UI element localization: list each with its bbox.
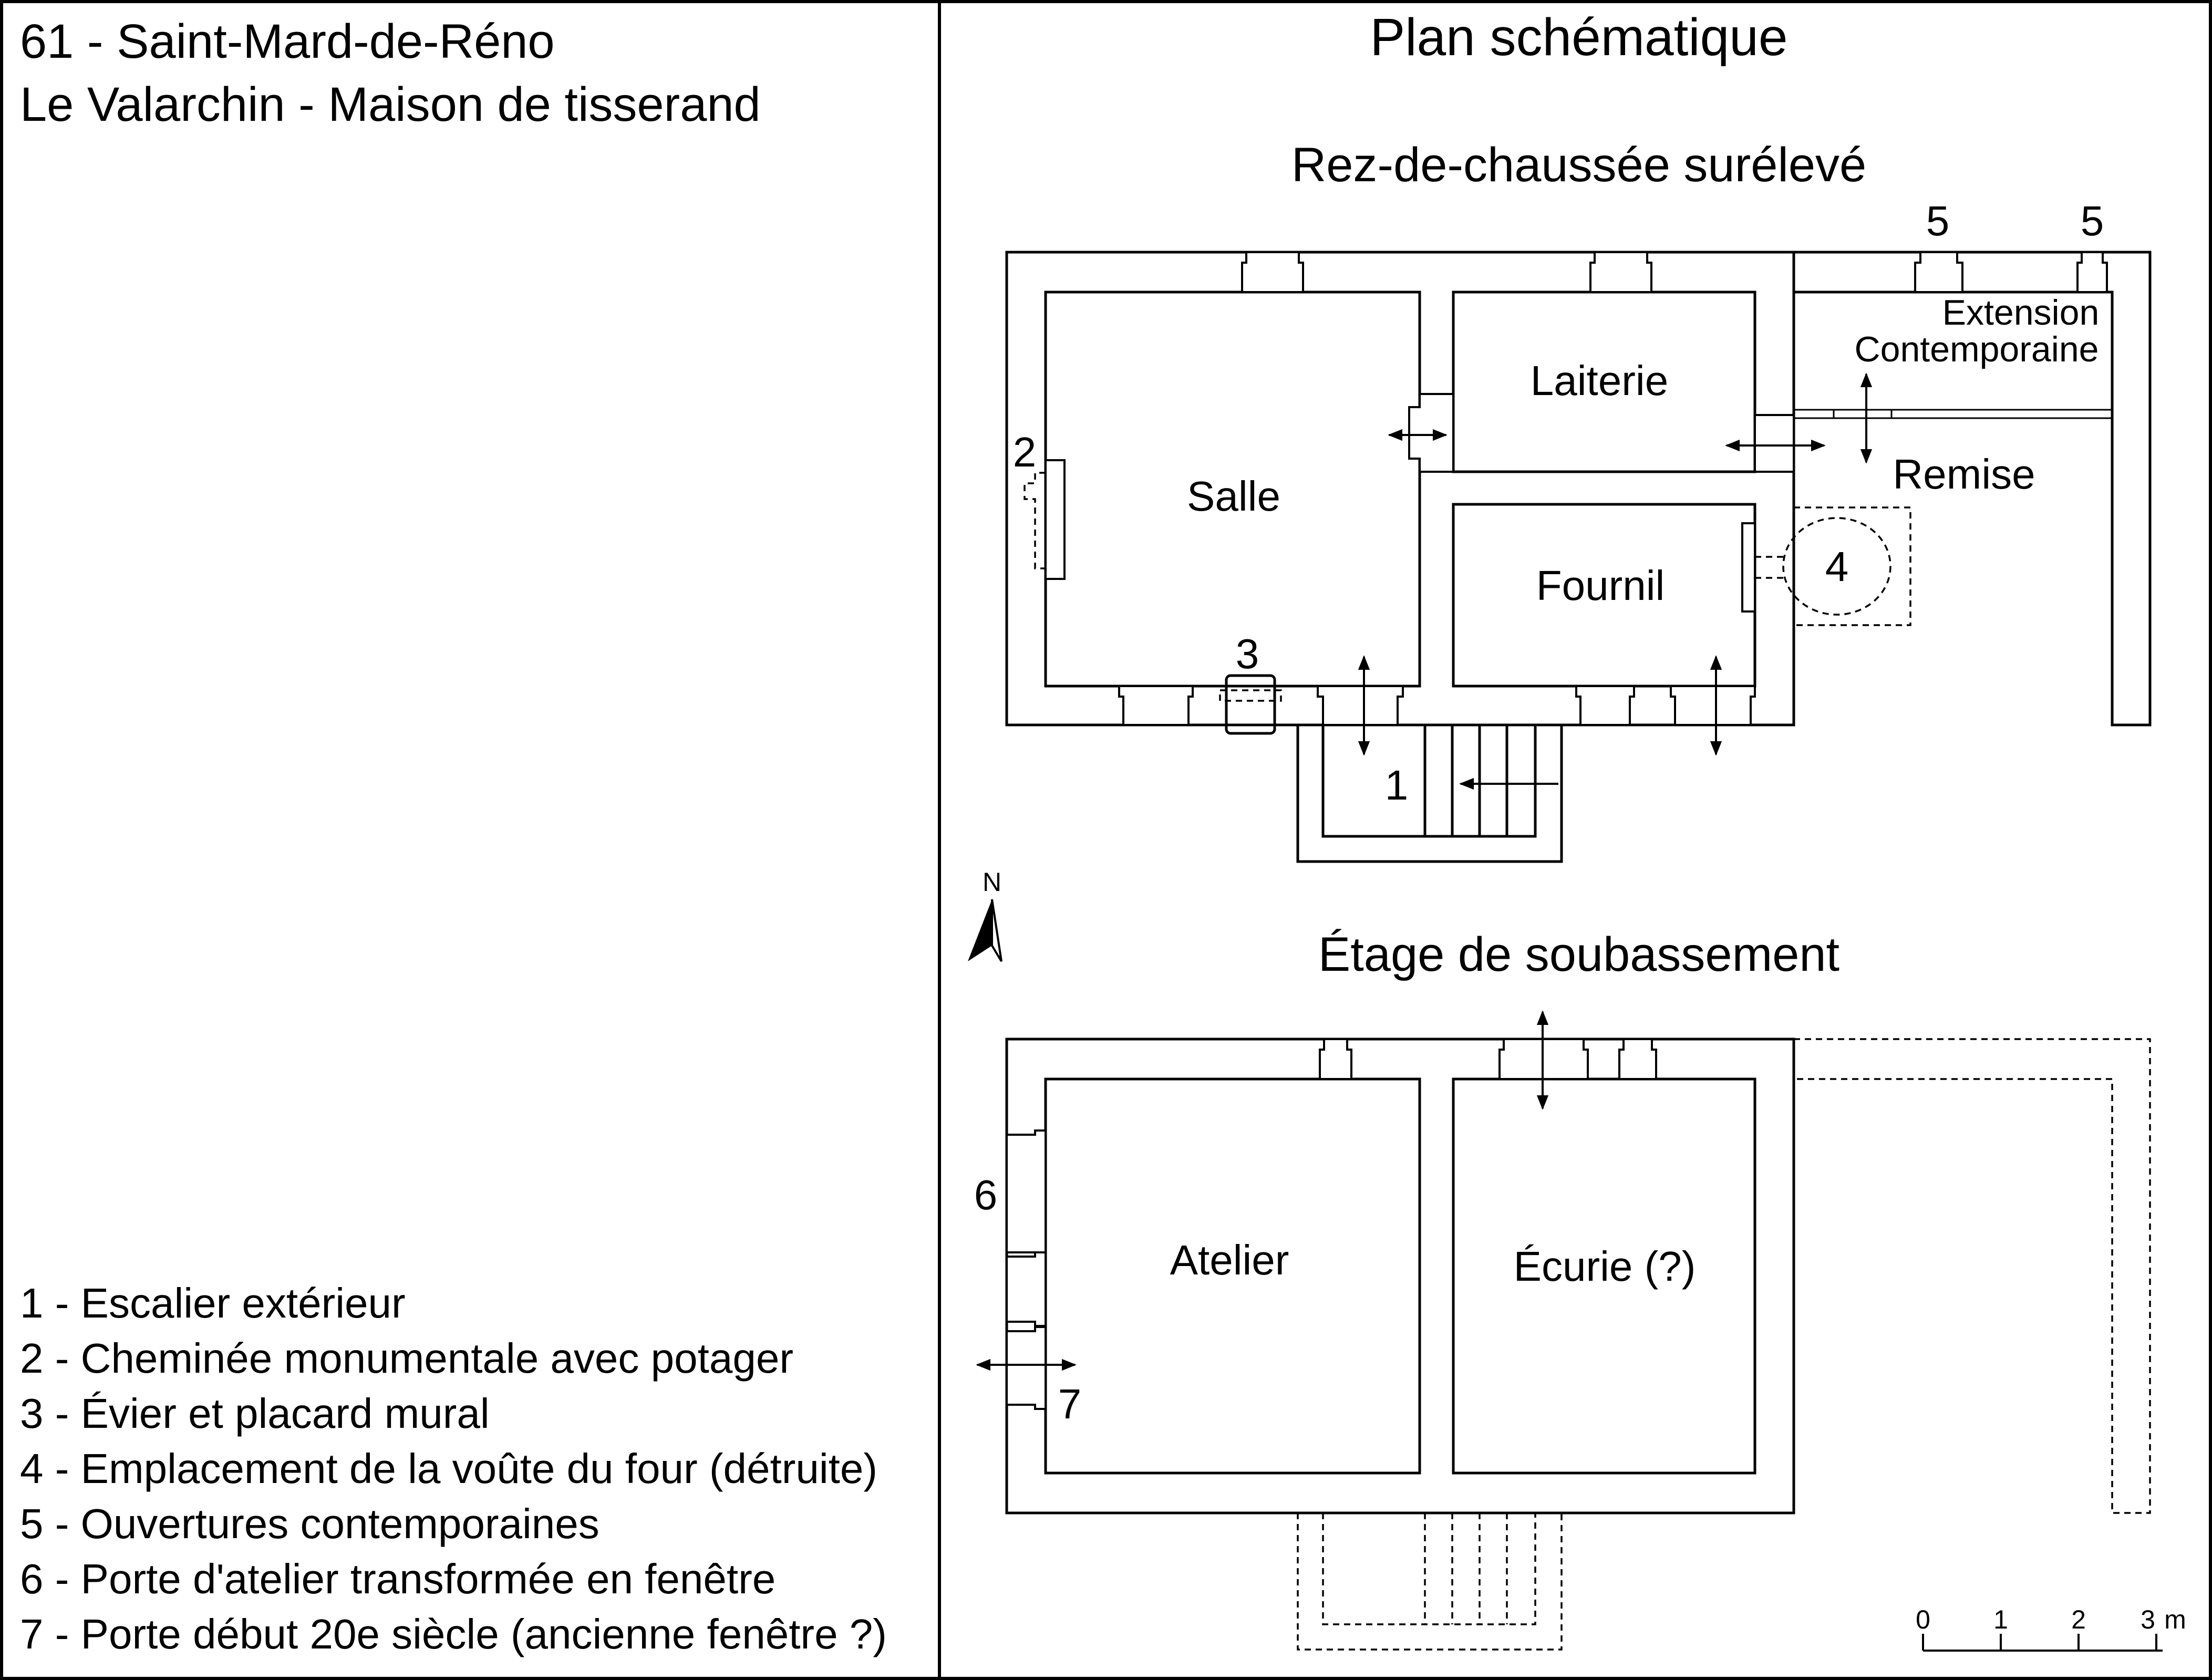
marker-4: 4 xyxy=(1825,543,1849,590)
north-label: N xyxy=(983,867,1001,897)
marker-7: 7 xyxy=(1058,1381,1082,1427)
legend-item-5: 5 - Ouvertures contemporaines xyxy=(20,1500,599,1547)
window-salle-south xyxy=(1118,685,1194,726)
label-atelier: Atelier xyxy=(1170,1237,1289,1283)
extension-footprint-dashed xyxy=(1794,1038,2151,1514)
label-remise: Remise xyxy=(1893,451,2035,497)
label-ecurie: Écurie (?) xyxy=(1514,1243,1696,1290)
sink-cupboard xyxy=(1225,674,1276,735)
scale-label-0: 0 xyxy=(1916,1605,1930,1634)
window-fournil-south xyxy=(1575,685,1635,726)
oven-door-fournil xyxy=(1741,522,1756,613)
opening-5a xyxy=(1914,251,1963,293)
fireplace-potager xyxy=(1024,472,1046,569)
opening-5b xyxy=(2076,251,2108,293)
legend-item-3: 3 - Évier et placard mural xyxy=(20,1390,490,1437)
scale-unit: m xyxy=(2164,1605,2186,1634)
marker-5a: 5 xyxy=(1926,198,1950,244)
label-fournil: Fournil xyxy=(1536,562,1665,609)
legend-item-7: 7 - Porte début 20e siècle (ancienne fen… xyxy=(20,1611,887,1657)
door-fournil-south xyxy=(1670,685,1756,726)
window-salle-north xyxy=(1241,251,1304,293)
label-contemporaine: Contemporaine xyxy=(1855,329,2099,369)
room-ecurie xyxy=(1452,1077,1756,1475)
stair-footprint-dashed xyxy=(1297,1513,1563,1651)
header-location: 61 - Saint-Mard-de-Réno xyxy=(20,15,555,68)
basement-title: Étage de soubassement xyxy=(1318,928,1839,981)
marker-3: 3 xyxy=(1236,630,1259,677)
scale-bar: 0 1 2 3 m xyxy=(1916,1605,2186,1652)
door-7 xyxy=(1006,1326,1047,1410)
exterior-stair xyxy=(1296,725,1563,863)
label-extension: Extension xyxy=(1942,293,2100,333)
label-salle: Salle xyxy=(1187,473,1280,520)
oven-area xyxy=(1794,506,1911,626)
opening-6b xyxy=(1006,1251,1047,1327)
fireplace xyxy=(1045,459,1066,580)
scale-label-1: 1 xyxy=(1993,1605,2008,1634)
header-building: Le Valarchin - Maison de tisserand xyxy=(20,78,761,131)
ground-floor-plan: Salle Laiterie Fournil Remise Extension … xyxy=(1005,198,2152,863)
door-salle-south xyxy=(1317,685,1404,726)
legend-item-4: 4 - Emplacement de la voûte du four (dét… xyxy=(20,1445,877,1492)
ground-floor-title: Rez-de-chaussée surélevé xyxy=(1291,138,1866,192)
house-outer-wall xyxy=(1005,251,1795,727)
plan-title: Plan schématique xyxy=(1370,8,1788,67)
window-atelier-north xyxy=(1319,1038,1352,1080)
legend: 1 - Escalier extérieur 2 - Cheminée monu… xyxy=(20,1280,887,1657)
legend-item-1: 1 - Escalier extérieur xyxy=(20,1280,406,1326)
window-ecurie-north xyxy=(1618,1038,1657,1080)
oven-vault xyxy=(1782,517,1891,616)
legend-item-6: 6 - Porte d'atelier transformée en fenêt… xyxy=(20,1555,776,1602)
scale-label-2: 2 xyxy=(2071,1605,2086,1634)
label-laiterie: Laiterie xyxy=(1531,357,1668,404)
opening-6 xyxy=(1006,1129,1047,1258)
north-arrow: N xyxy=(968,867,1002,962)
north-arrow-outline xyxy=(991,899,1002,962)
door-salle-laiterie xyxy=(1408,393,1454,473)
marker-2: 2 xyxy=(1013,429,1037,475)
door-laiterie-remise xyxy=(1754,414,1795,473)
north-arrow-icon xyxy=(968,899,992,961)
marker-1: 1 xyxy=(1385,762,1409,808)
scale-label-3: 3 xyxy=(2141,1605,2155,1634)
window-laiterie-north xyxy=(1589,251,1652,293)
marker-6: 6 xyxy=(974,1171,998,1218)
sink-basin xyxy=(1219,689,1282,702)
legend-item-2: 2 - Cheminée monumentale avec potager xyxy=(20,1335,793,1382)
marker-5b: 5 xyxy=(2081,198,2104,244)
basement-plan: Atelier Écurie (?) 6 7 xyxy=(974,1010,2151,1651)
